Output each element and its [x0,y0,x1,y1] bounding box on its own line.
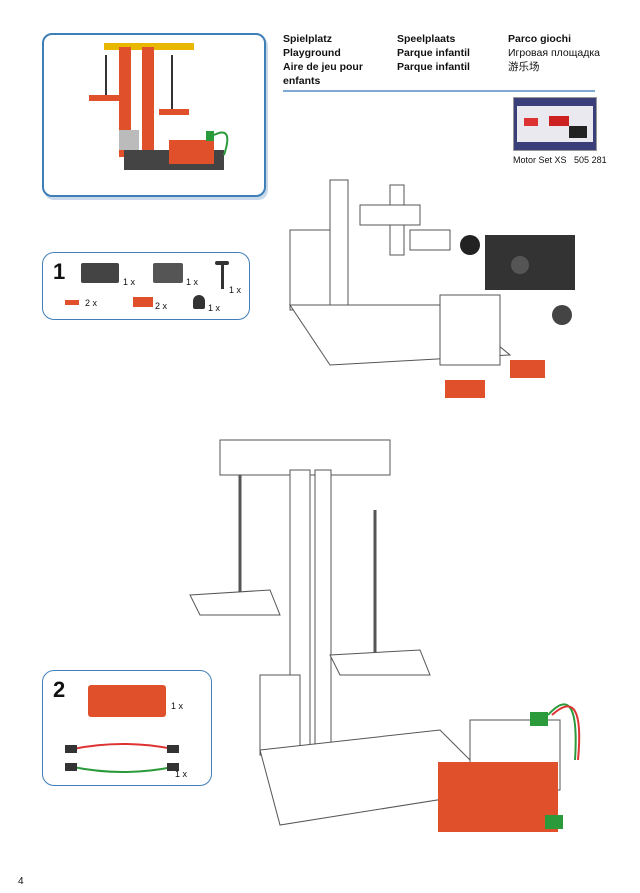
playground-model-image [89,43,229,170]
part-qty: 1 x [171,701,184,711]
title-fr-2: enfants [283,75,321,87]
step-number: 2 [53,677,66,702]
part-qty: 2 x [155,301,168,311]
title-column-3: Parco giochi Игровая площадка 游乐场 [508,32,600,74]
hub-nut-icon [193,295,205,309]
part-qty: 1 x [208,303,221,313]
battery-box-icon [88,685,166,717]
part-qty: 1 x [229,285,242,295]
part-qty: 2 x [85,298,98,308]
step2-parts-panel: 2 1 x 1 x [42,670,212,786]
part-qty: 1 x [175,769,188,779]
header-divider [283,90,595,92]
title-pt: Parque infantil [397,61,470,73]
axle-shaft [221,263,224,289]
step1-assembly-drawing [289,179,575,398]
cable-icon [65,743,179,773]
product-caption: Motor Set XS 505 281 [513,155,607,165]
part-qty: 1 x [186,277,199,287]
motor-icon [81,263,119,283]
title-fr: Aire de jeu pour [283,61,363,73]
title-ru: Игровая площадка [508,47,600,59]
title-nl: Speelplaats [397,33,456,45]
red-block-icon [133,297,153,307]
model-photo [42,33,266,197]
title-column-1: Spielplatz Playground Aire de jeu pour e… [283,32,363,88]
gearbox-icon [153,263,183,283]
title-en: Playground [283,47,341,59]
product-name: Motor Set XS [513,155,567,165]
title-it: Parco giochi [508,33,572,45]
red-clip-icon [65,300,79,305]
page-number: 4 [18,876,24,887]
title-es: Parque infantil [397,47,470,59]
title-column-2: Speelplaats Parque infantil Parque infan… [397,32,470,74]
motor-set-box-image [513,97,597,151]
title-zh: 游乐场 [508,61,540,73]
step-number: 1 [53,259,66,284]
product-number: 505 281 [574,155,607,165]
step2-assembly-drawing [189,439,581,832]
part-qty: 1 x [123,277,136,287]
title-de: Spielplatz [283,33,333,45]
step1-parts-panel: 1 1 x 1 x 1 x 2 x 2 x 1 x [42,252,250,320]
